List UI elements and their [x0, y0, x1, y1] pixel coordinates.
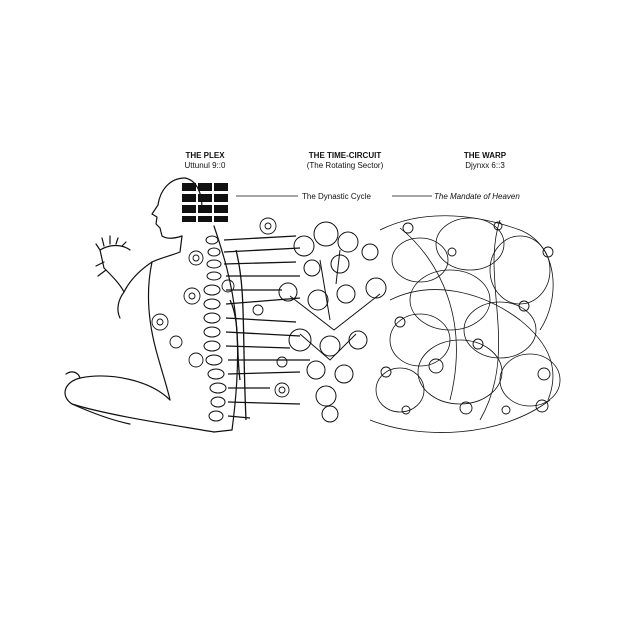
warp-loops — [369, 215, 561, 433]
warp-nodes — [380, 221, 554, 415]
header-plex: THE PLEX Uttunul 9::0 — [160, 151, 250, 171]
header-plex-subtitle: Uttunul 9::0 — [184, 161, 226, 170]
header-plex-title: THE PLEX — [185, 151, 225, 160]
header-time-circuit-subtitle: (The Rotating Sector) — [306, 161, 384, 170]
header-warp-subtitle: Djynxx 6::3 — [465, 161, 505, 170]
glyph-block-grid — [182, 183, 228, 222]
header-time-circuit-title: THE TIME-CIRCUIT — [308, 151, 382, 160]
time-circuit-cluster — [278, 221, 387, 423]
body-rosettes — [151, 217, 290, 398]
header-warp-title: THE WARP — [463, 151, 507, 160]
header-time-circuit: THE TIME-CIRCUIT (The Rotating Sector) — [290, 151, 400, 171]
seated-figure-illustration — [64, 177, 239, 433]
header-warp: THE WARP Djynxx 6::3 — [440, 151, 530, 171]
label-mandate-of-heaven: The Mandate of Heaven — [434, 192, 520, 201]
spine-glyph-column — [203, 235, 227, 422]
label-dynastic-cycle: The Dynastic Cycle — [302, 192, 371, 201]
spine-wiring — [223, 235, 310, 421]
